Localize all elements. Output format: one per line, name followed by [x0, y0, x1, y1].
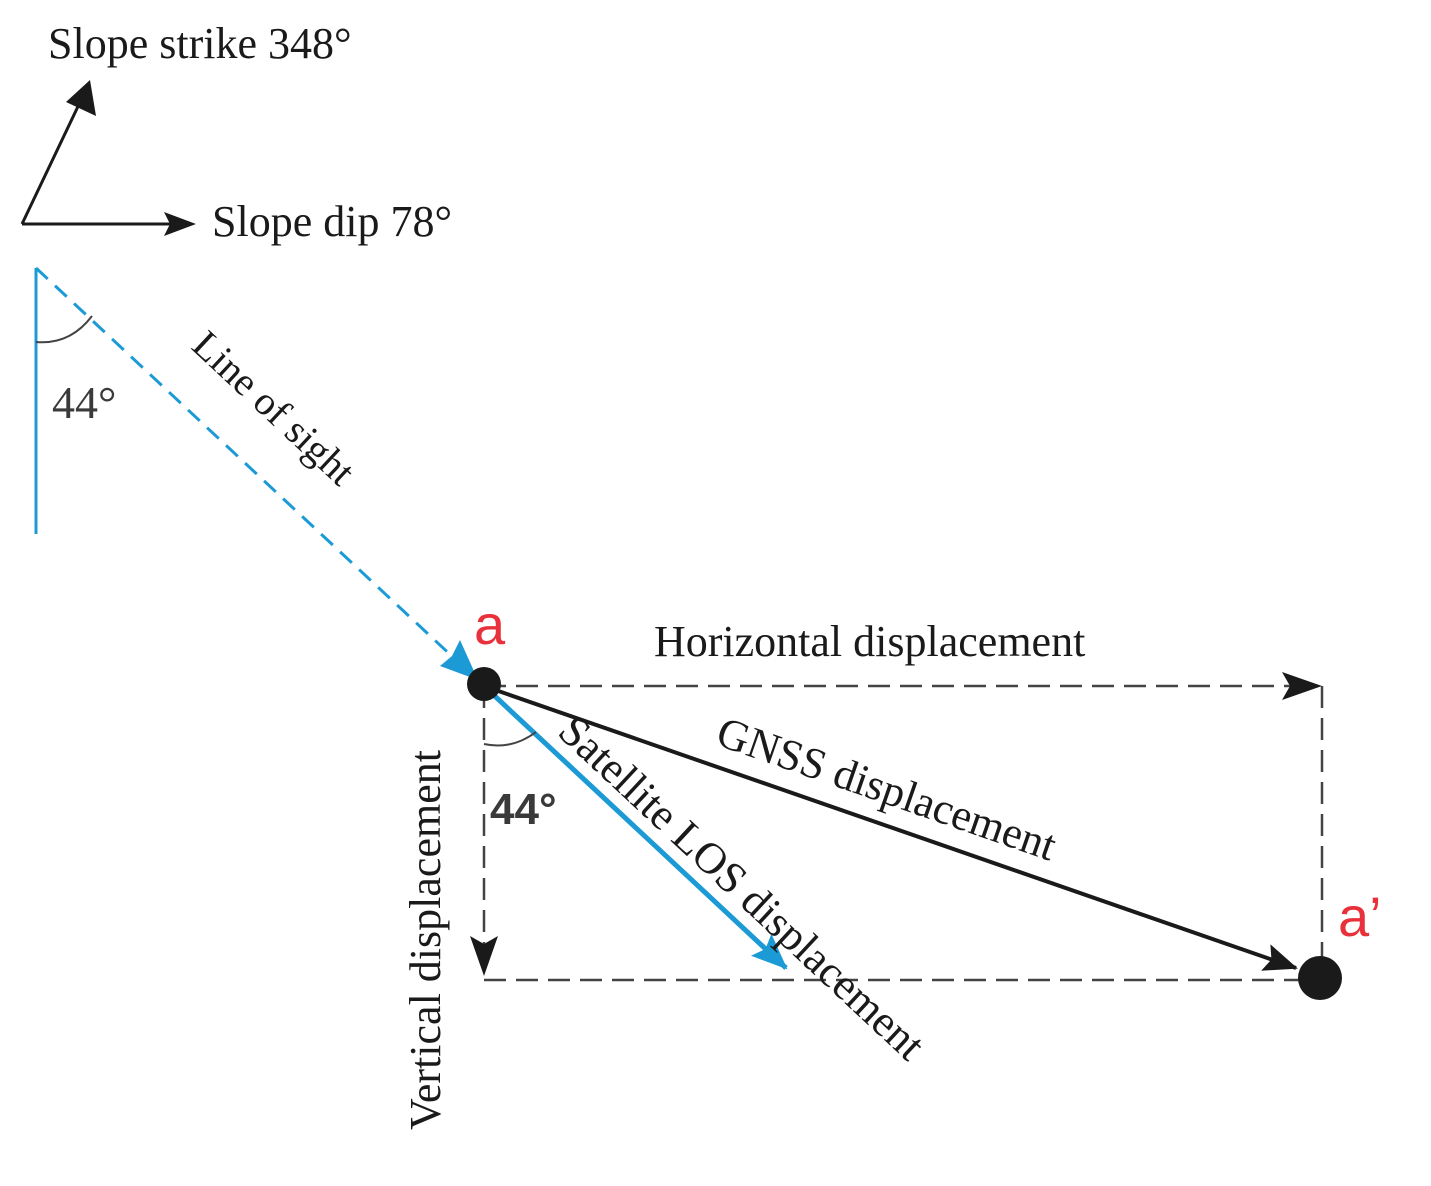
incidence-angle-arc-top	[35, 315, 93, 344]
point-a-prime-marker	[1298, 956, 1342, 1000]
point-a-label: a	[474, 593, 506, 656]
line-of-sight-arrowhead	[440, 640, 478, 680]
horizontal-displacement-label: Horizontal displacement	[654, 617, 1085, 666]
points: a a’	[467, 593, 1382, 1000]
gnss-displacement-label: GNSS displacement	[711, 707, 1063, 870]
horizontal-displacement-arrowhead	[1282, 672, 1322, 700]
displacement-box: Horizontal displacement Vertical displac…	[401, 617, 1324, 1130]
orientation-indicator: Slope strike 348° Slope dip 78°	[20, 19, 452, 246]
vertical-displacement-label: Vertical displacement	[401, 750, 450, 1130]
incidence-geometry: 44° Line of sight	[34, 266, 478, 680]
vertical-displacement-arrowhead	[470, 936, 498, 976]
point-a-prime-label: a’	[1338, 885, 1382, 948]
strike-arrowhead	[66, 80, 96, 116]
line-of-sight-dashed	[34, 266, 458, 662]
dip-arrowhead	[164, 212, 196, 236]
incidence-angle-top-label: 44°	[52, 377, 116, 428]
incidence-angle-bottom-label: 44°	[490, 785, 557, 834]
slope-strike-label: Slope strike 348°	[48, 19, 352, 68]
slope-dip-label: Slope dip 78°	[212, 197, 452, 246]
gnss-displacement-vector	[483, 684, 1298, 971]
strike-arrow	[20, 97, 84, 225]
displacement-vectors: 44° GNSS displacement Satellite LOS disp…	[482, 684, 1298, 1070]
line-of-sight-label: Line of sight	[184, 322, 364, 494]
incidence-angle-arc-bottom	[483, 731, 537, 747]
point-a-marker	[467, 667, 501, 701]
